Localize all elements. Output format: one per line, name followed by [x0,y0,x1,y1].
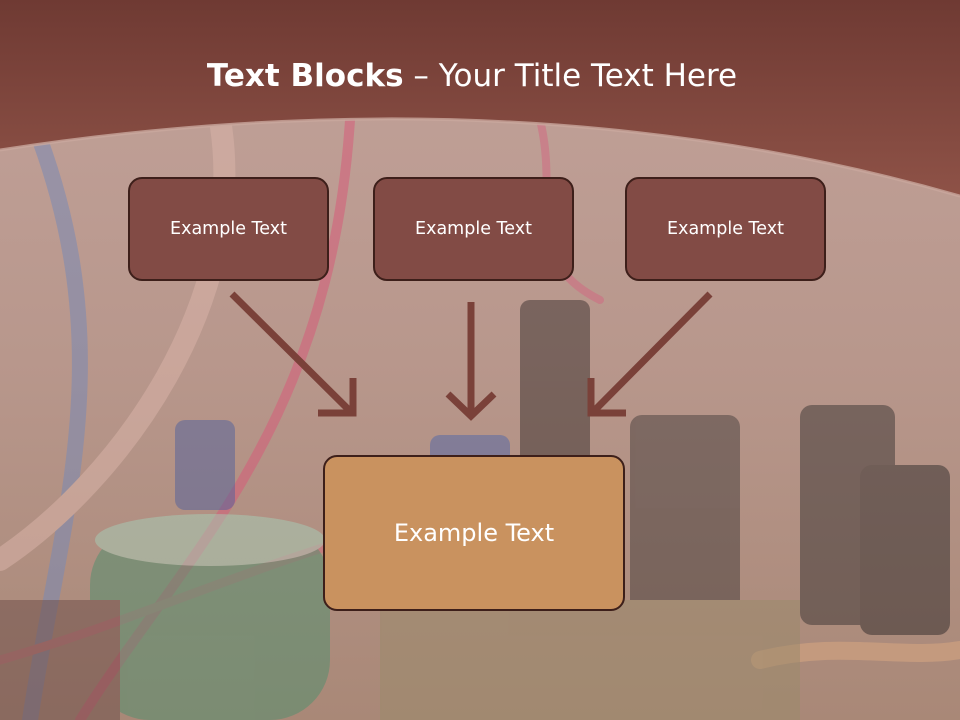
text-block-middle[interactable]: Example Text [373,177,574,281]
text-block-middle-label: Example Text [415,219,532,239]
title-bold-part: Text Blocks [206,58,404,94]
slide-title: Text Blocks – Your Title Text Here [0,54,944,98]
target-text-block[interactable]: Example Text [323,455,625,611]
text-block-left-label: Example Text [170,219,287,239]
text-block-right-label: Example Text [667,219,784,239]
text-block-left[interactable]: Example Text [128,177,329,281]
title-rest-part: – Your Title Text Here [403,58,738,94]
text-block-right[interactable]: Example Text [625,177,826,281]
target-text-block-label: Example Text [393,519,555,547]
